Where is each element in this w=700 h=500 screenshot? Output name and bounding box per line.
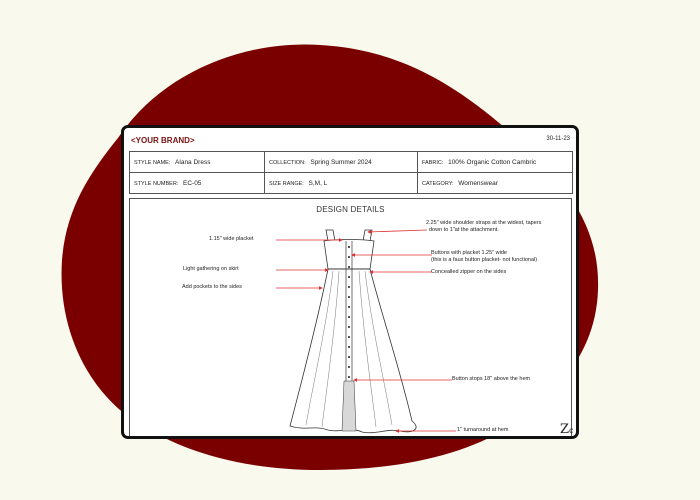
size-range-cell: SIZE RANGE: S,M, L	[264, 172, 418, 194]
straps-note-line2: down to 1"at the attachment.	[429, 227, 499, 233]
style-number-value: EC-05	[183, 179, 202, 187]
collection-label: COLLECTION:	[269, 159, 306, 166]
brand-name: <YOUR BRAND>	[131, 136, 195, 145]
straps-note-line1: 2.25" wide shoulder straps at the widest…	[426, 220, 542, 226]
size-range-label: SIZE RANGE:	[269, 180, 304, 187]
style-name-cell: STYLE NAME: Alana Dress	[129, 151, 265, 173]
spec-row: STYLE NAME: Alana Dress COLLECTION: Spri…	[129, 151, 573, 173]
zc-logo-icon: Zc	[560, 422, 574, 437]
spec-table: STYLE NAME: Alana Dress COLLECTION: Spri…	[129, 151, 573, 194]
spec-row: STYLE NUMBER: EC-05 SIZE RANGE: S,M, L C…	[129, 172, 573, 194]
gathering-note: Light gathering on skirt	[183, 266, 239, 272]
collection-cell: COLLECTION: Spring Summer 2024	[264, 151, 418, 173]
fabric-cell: FABRIC: 100% Organic Cotton Cambric	[417, 151, 573, 173]
sheet-date: 30-11-23	[546, 136, 570, 142]
size-range-value: S,M, L	[308, 179, 328, 187]
category-label: CATEGORY:	[422, 180, 454, 187]
zipper-note: Concealled zipper on the sides	[431, 269, 507, 275]
tech-pack-sheet: <YOUR BRAND> 30-11-23 STYLE NAME: Alana …	[121, 125, 579, 439]
style-name-value: Alana Dress	[175, 158, 211, 166]
design-details-title: DESIGN DETAILS	[316, 205, 385, 214]
category-cell: CATEGORY: Womenswear	[417, 172, 573, 194]
style-number-label: STYLE NUMBER:	[134, 180, 179, 187]
fabric-label: FABRIC:	[422, 159, 444, 166]
button-stop-note: Button stops 18" above the hem	[452, 376, 531, 382]
collection-value: Spring Summer 2024	[310, 158, 372, 166]
style-number-cell: STYLE NUMBER: EC-05	[129, 172, 265, 194]
fabric-value: 100% Organic Cotton Cambric	[448, 158, 537, 166]
dress-flat-sketch	[276, 229, 456, 434]
buttons-note-line1: Buttons with placket 1.25" wide	[431, 250, 507, 256]
category-value: Womenswear	[458, 179, 498, 187]
pockets-note: Add pockets to the sides	[182, 284, 242, 290]
design-details-panel: DESIGN DETAILS 1.15" wide placket Light …	[129, 198, 574, 437]
buttons-note-line2: (this is a faux button placket- not func…	[431, 257, 538, 263]
turnaround-note: 1" turnaround at hem	[457, 427, 509, 433]
placket-note: 1.15" wide placket	[209, 236, 254, 242]
style-name-label: STYLE NAME:	[134, 159, 171, 166]
